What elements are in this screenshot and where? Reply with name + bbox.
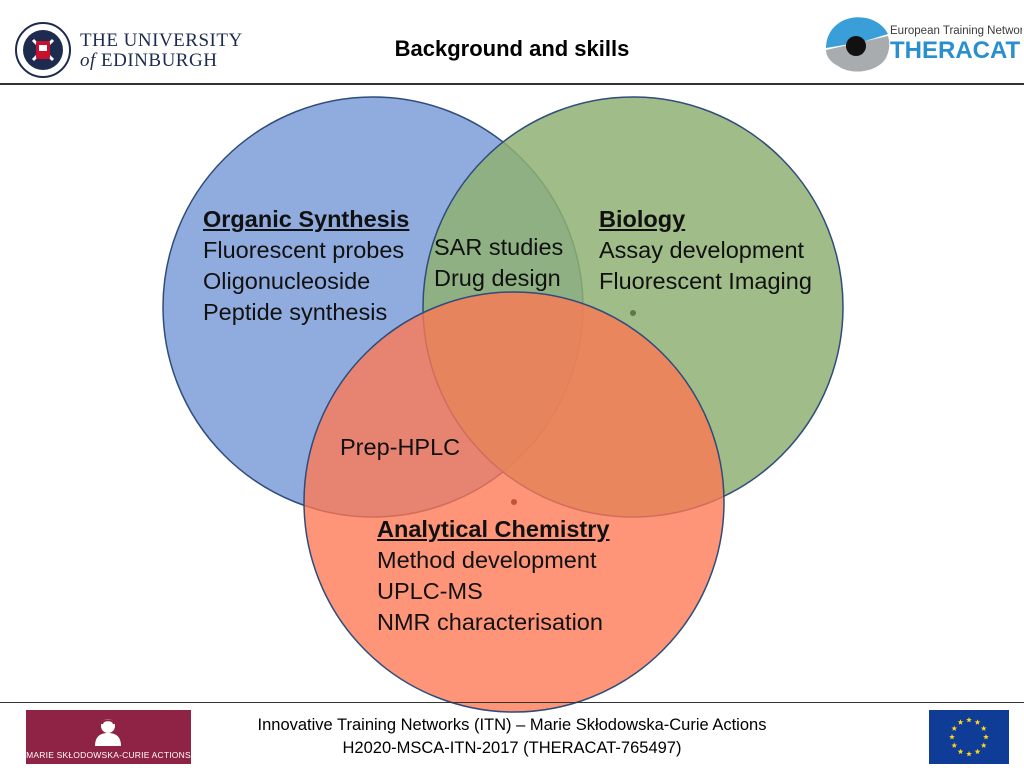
eu-star-icon bbox=[980, 742, 987, 748]
analytical-item: Method development bbox=[377, 547, 597, 573]
biology-center-dot bbox=[630, 310, 636, 316]
biology-heading: Biology bbox=[599, 206, 686, 232]
theracat-logo: European Training Network THERACAT bbox=[826, 17, 1022, 72]
analytical-center-dot bbox=[511, 499, 517, 505]
footer-line2: H2020-MSCA-ITN-2017 (THERACAT-765497) bbox=[342, 739, 682, 757]
university-name-line2: of EDINBURGH bbox=[80, 50, 218, 71]
university-logo: THE UNIVERSITY of EDINBURGH bbox=[14, 18, 244, 80]
eu-star-icon bbox=[966, 751, 972, 757]
header-divider bbox=[0, 83, 1024, 85]
university-name-line1: THE UNIVERSITY bbox=[80, 30, 243, 51]
analytical-item: NMR characterisation bbox=[377, 609, 603, 635]
eu-star-icon bbox=[974, 748, 981, 755]
organic-synthesis-heading: Organic Synthesis bbox=[203, 206, 410, 232]
eu-star-icon bbox=[974, 719, 981, 725]
theracat-name: THERACAT bbox=[890, 37, 1021, 64]
eu-star-icon bbox=[983, 734, 989, 740]
footer-line1: Innovative Training Networks (ITN) – Mar… bbox=[257, 716, 767, 734]
eu-star-icon bbox=[966, 717, 972, 723]
biology-item: Assay development bbox=[599, 237, 805, 263]
analytical-chemistry-heading: Analytical Chemistry bbox=[377, 516, 610, 542]
msca-label: MARIE SKŁODOWSKA-CURIE ACTIONS bbox=[26, 750, 191, 760]
organic-item: Fluorescent probes bbox=[203, 237, 405, 263]
page-title: Background and skills bbox=[394, 36, 630, 61]
organic-biology-overlap-label: SAR studies Drug design bbox=[434, 232, 563, 294]
biology-item: Fluorescent Imaging bbox=[599, 268, 812, 294]
prep-hplc-label: Prep-HPLC bbox=[340, 434, 461, 460]
biology-label: Biology Assay development Fluorescent Im… bbox=[599, 204, 812, 297]
footer-divider bbox=[0, 702, 1024, 703]
eu-star-icon bbox=[957, 719, 964, 725]
eu-star-icon bbox=[951, 742, 958, 748]
theracat-eye-icon bbox=[846, 36, 866, 56]
theracat-tagline: European Training Network bbox=[890, 25, 1022, 37]
organic-item: Peptide synthesis bbox=[203, 299, 388, 325]
overlap-item: SAR studies bbox=[434, 234, 564, 260]
organic-synthesis-label: Organic Synthesis Fluorescent probes Oli… bbox=[203, 204, 409, 328]
organic-item: Oligonucleoside bbox=[203, 268, 371, 294]
eu-star-icon bbox=[949, 734, 955, 740]
overlap-item: Drug design bbox=[434, 265, 561, 291]
eu-star-icon bbox=[980, 725, 987, 731]
eu-star-icon bbox=[951, 725, 958, 731]
eu-flag-icon bbox=[929, 710, 1009, 764]
msca-logo: MARIE SKŁODOWSKA-CURIE ACTIONS bbox=[26, 710, 191, 764]
university-crest-icon bbox=[15, 22, 71, 78]
msca-portrait-icon bbox=[95, 719, 121, 746]
analytical-chemistry-label: Analytical Chemistry Method development … bbox=[377, 514, 609, 638]
analytical-item: UPLC-MS bbox=[377, 578, 483, 604]
eu-star-icon bbox=[957, 748, 964, 755]
